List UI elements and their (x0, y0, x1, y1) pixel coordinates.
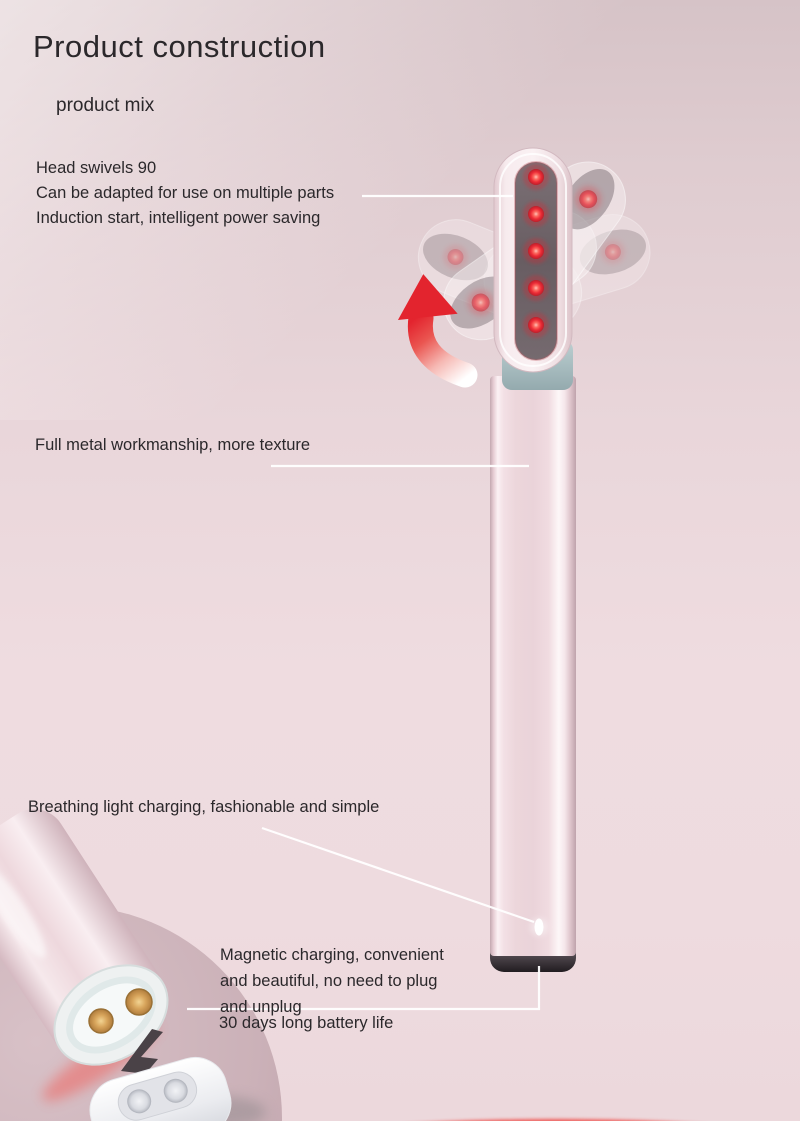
callout-line-charging (187, 966, 541, 1011)
annotation-line: Induction start, intelligent power savin… (36, 209, 321, 227)
charger-pin (163, 1078, 188, 1103)
annotation-line: Can be adapted for use on multiple parts (36, 184, 335, 202)
led-dot (523, 201, 549, 227)
annotation-head-swivel: Head swivels 90 Can be adapted for use o… (36, 156, 334, 231)
page-subtitle: product mix (56, 95, 155, 116)
magnetic-contact (125, 988, 153, 1016)
led-dot (523, 275, 549, 301)
handle (490, 376, 576, 956)
annotation-magnetic-charging: Magnetic charging, convenient and beauti… (220, 942, 444, 1020)
annotation-metal-body: Full metal workmanship, more texture (35, 436, 311, 454)
annotation-line: and beautiful, no need to plug (220, 972, 438, 990)
beauty-wand (397, 147, 651, 972)
magnetic-contact (88, 1008, 114, 1034)
led-dot (523, 312, 549, 338)
annotation-battery-life: 30 days long battery life (219, 1014, 394, 1032)
annotation-line: Head swivels 90 (36, 159, 157, 177)
led-dot (523, 164, 549, 190)
led-dot (523, 238, 549, 264)
charger-connector (89, 1056, 232, 1121)
callout-line-breathing (261, 826, 535, 924)
lightning-bolt-icon (120, 1029, 163, 1104)
treatment-head (493, 147, 573, 373)
annotation-breathing-light: Breathing light charging, fashionable an… (28, 798, 380, 816)
breathing-indicator-light (530, 918, 548, 936)
charging-closeup-circle (0, 809, 282, 1121)
page-title: Product construction (33, 29, 326, 64)
annotation-line: Magnetic charging, convenient (220, 946, 444, 964)
annotation-line: and unplug (220, 998, 302, 1016)
charger-pin (127, 1089, 152, 1114)
